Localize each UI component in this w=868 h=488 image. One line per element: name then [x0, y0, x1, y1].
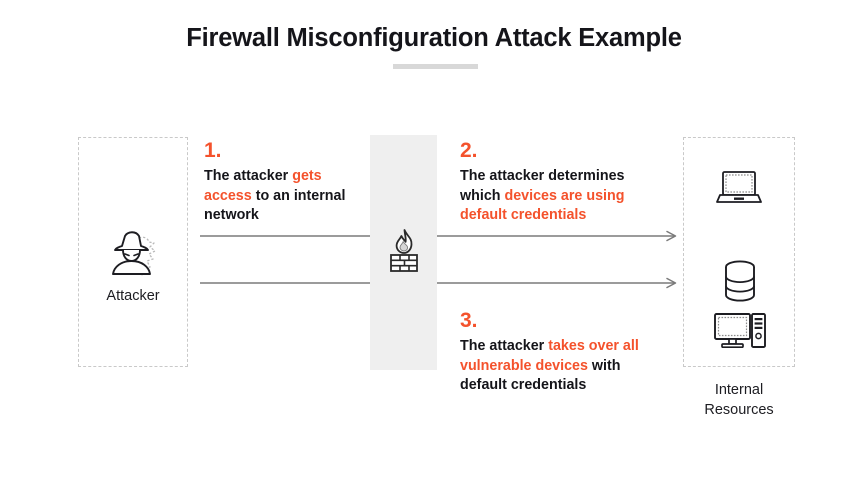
arrow-attacker-to-resources-2 [200, 277, 677, 289]
plain-phrase: The attacker determines which [460, 168, 625, 204]
highlighted-phrase: takes over all vulnerable devices [460, 338, 639, 374]
step-1-number: 1. [204, 139, 222, 162]
highlighted-phrase: devices are using default credentials [460, 187, 625, 224]
step-3-number: 3. [460, 309, 478, 332]
firewall-icon [388, 228, 420, 276]
step-3: 3. The attacker takes over all vulnerabl… [460, 309, 660, 396]
step-2: 2. The attacker determines which devices… [460, 139, 665, 226]
highlighted-phrase: gets access [204, 168, 322, 204]
plain-phrase: The attacker [204, 168, 293, 184]
step-1: 1. The attacker gets access to an intern… [204, 139, 354, 226]
internal-resources-label-line2: Resources [704, 402, 774, 418]
step-2-text: The attacker determines which devices ar… [460, 167, 665, 226]
attacker-icon [103, 230, 165, 278]
plain-phrase: The attacker [460, 338, 549, 354]
internal-resources-panel [683, 137, 795, 367]
database-icon [722, 259, 758, 303]
internal-resources-label: Internal Resources [678, 380, 800, 420]
plain-phrase: to an internal network [204, 187, 346, 224]
internal-resources-label-line1: Internal [714, 382, 764, 398]
step-3-text: The attacker takes over all vulnerable d… [460, 337, 660, 396]
laptop-icon [716, 170, 762, 208]
attacker-label: Attacker [106, 288, 160, 304]
step-2-number: 2. [460, 139, 478, 162]
title-underline-rule [393, 64, 478, 69]
page-title: Firewall Misconfiguration Attack Example [186, 24, 682, 52]
plain-phrase: with default credentials [460, 357, 621, 394]
arrow-attacker-to-resources-1 [200, 230, 677, 242]
desktop-computer-icon [714, 311, 766, 351]
step-1-text: The attacker gets access to an internal … [204, 167, 354, 226]
attacker-panel [78, 137, 188, 367]
